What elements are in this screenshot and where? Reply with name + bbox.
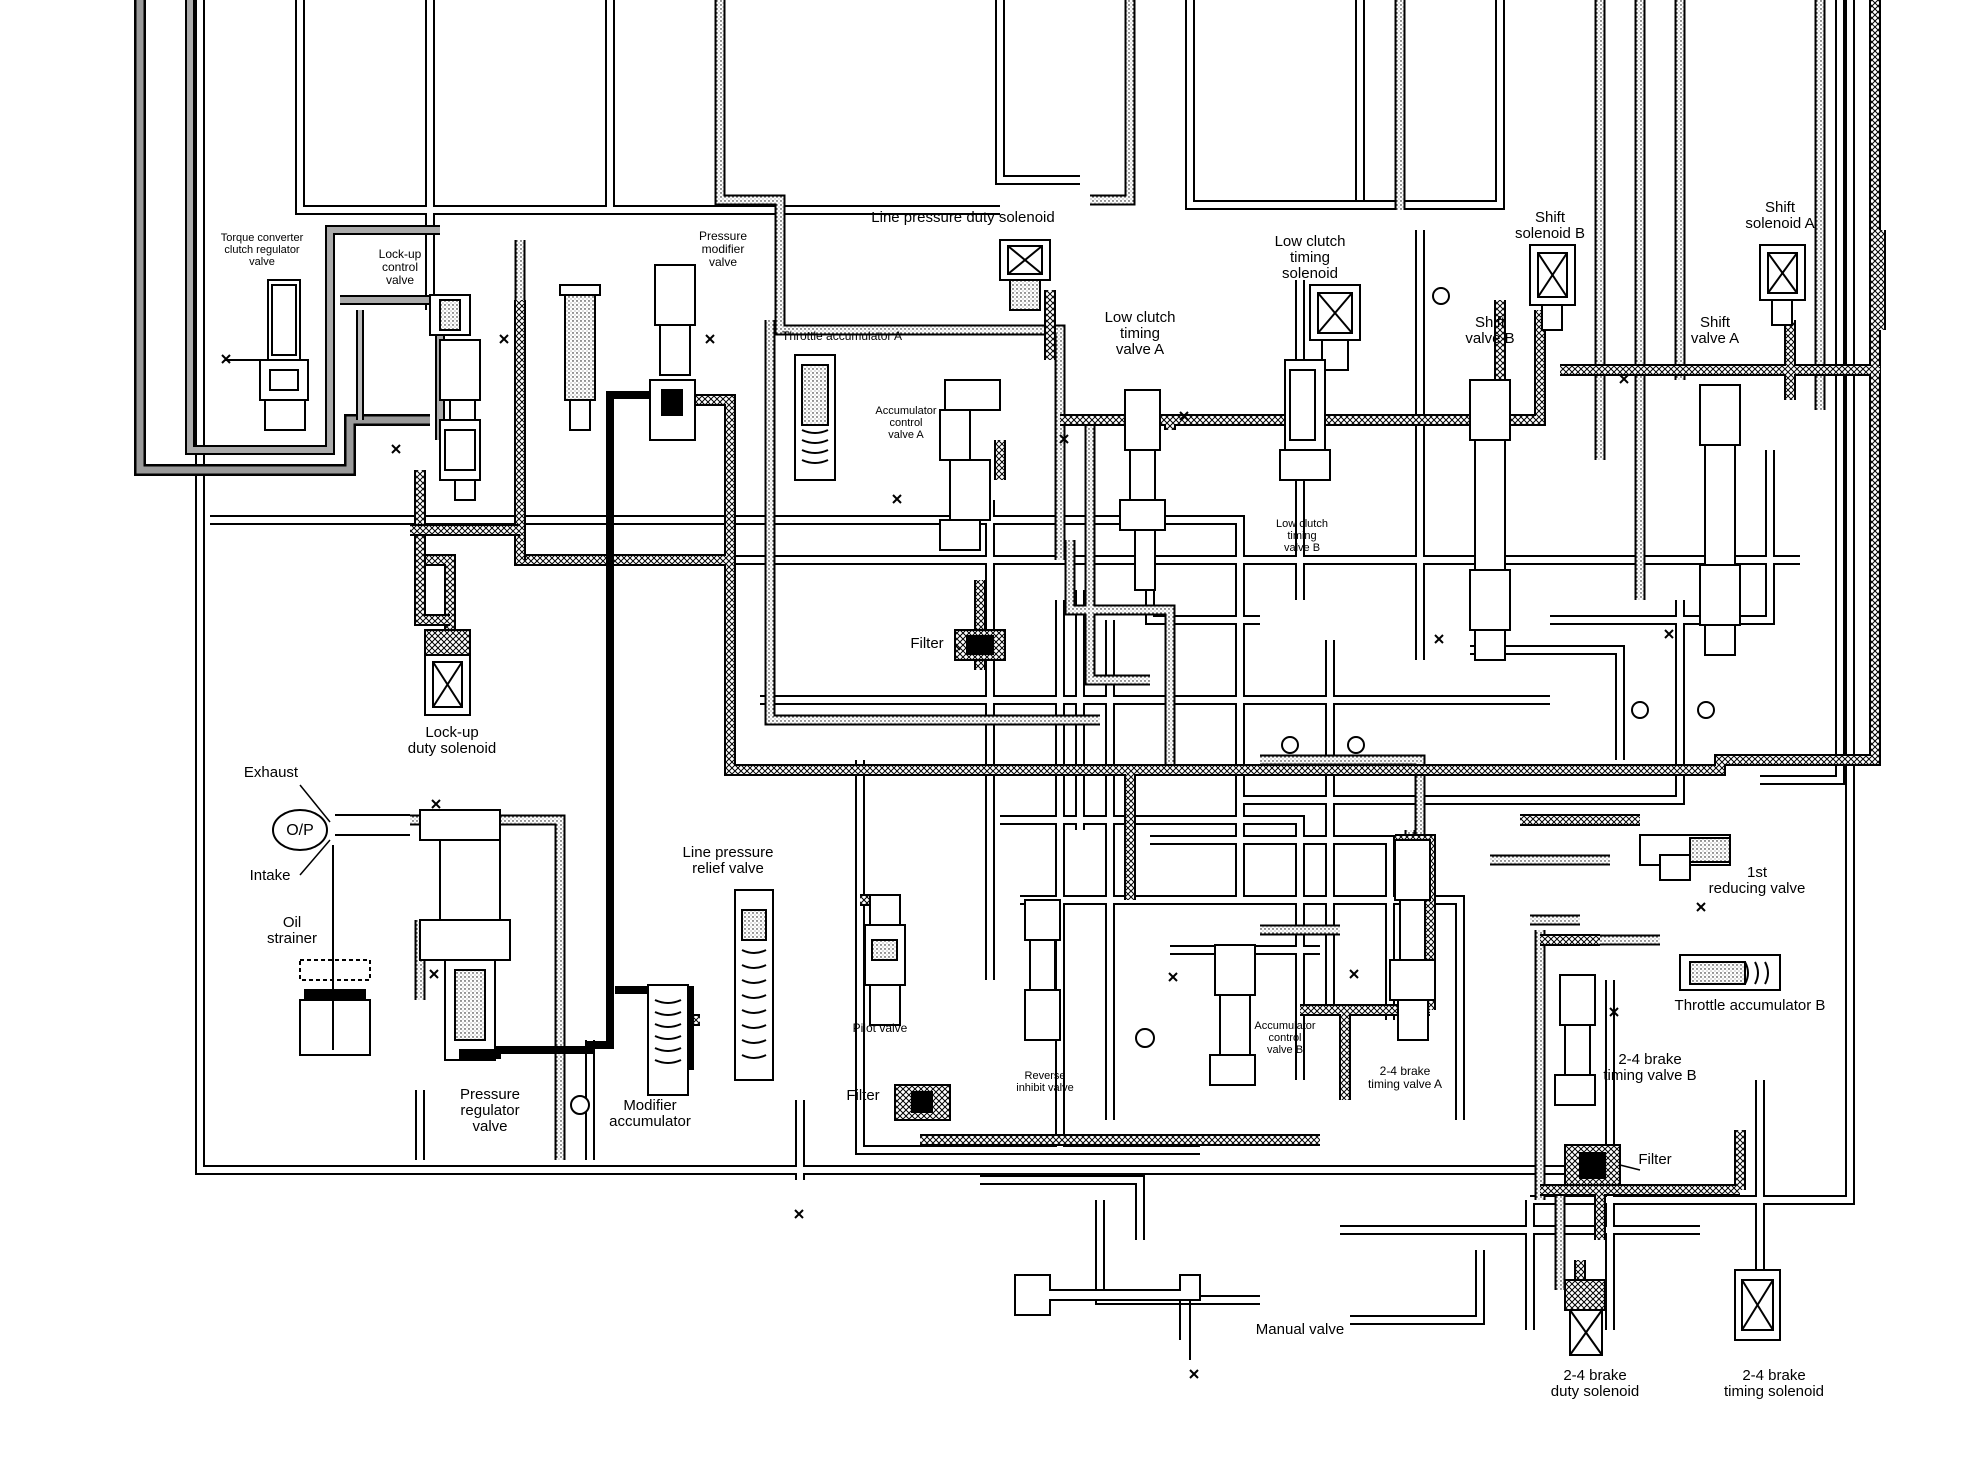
label-op: O/P — [286, 822, 314, 839]
exhaust-marks — [221, 334, 1706, 1379]
label-line-pressure-duty-solenoid: Line pressure duty solenoid — [871, 209, 1055, 226]
label-brake-timing-solenoid: 2-4 brake timing solenoid — [1723, 1367, 1825, 1400]
pressure-regulator-valve — [419, 809, 511, 1061]
first-reducing-valve — [1639, 834, 1731, 881]
label-oil-strainer: Oil strainer — [266, 914, 318, 947]
label-shift-valve-b: Shift valve B — [1465, 314, 1515, 347]
label-manual-valve: Manual valve — [1255, 1321, 1345, 1338]
filter-right — [1564, 1144, 1621, 1186]
brake-timing-valve-a — [1389, 839, 1436, 1041]
line-pressure-duty-solenoid — [999, 239, 1051, 311]
label-low-clutch-timing-valve-b: Low clutch timing valve B — [1276, 518, 1328, 554]
brake-timing-valve-b — [1554, 974, 1596, 1106]
modifier-accumulator — [647, 984, 689, 1096]
pilot-valve — [864, 894, 906, 1026]
label-line-pressure-relief-valve: Line pressure relief valve — [682, 844, 774, 877]
brake-timing-solenoid — [1734, 1269, 1781, 1341]
low-clutch-timing-valve-a — [1119, 389, 1166, 591]
lockup-control-valve — [429, 294, 481, 501]
accumulator-control-valve-b — [1209, 944, 1256, 1086]
label-first-reducing-valve: 1st reducing valve — [1708, 864, 1806, 897]
label-low-clutch-timing-valve-a: Low clutch timing valve A — [1104, 309, 1176, 358]
shift-valve-a — [1699, 384, 1741, 656]
label-low-clutch-timing-solenoid: Low clutch timing solenoid — [1274, 233, 1346, 282]
label-shift-solenoid-a: Shift solenoid A — [1745, 199, 1815, 232]
oil-strainer — [299, 845, 371, 1056]
label-brake-timing-valve-a: 2-4 brake timing valve A — [1367, 1064, 1443, 1091]
label-pilot-valve: Pilot valve — [852, 1021, 908, 1035]
filter-lower — [894, 1084, 951, 1121]
leader-lines — [299, 644, 1641, 1171]
label-accumulator-control-valve-b: Accumulator control valve B — [1254, 1020, 1316, 1056]
fluid-passages-hatched — [420, 0, 1884, 1290]
low-clutch-timing-solenoid — [1309, 284, 1361, 371]
label-brake-duty-solenoid: 2-4 brake duty solenoid — [1550, 1367, 1640, 1400]
label-torque-converter-valve: Torque converter clutch regulator valve — [220, 232, 304, 268]
shift-valve-b — [1469, 379, 1511, 661]
label-shift-valve-a: Shift valve A — [1690, 314, 1740, 347]
label-filter-upper: Filter — [910, 635, 944, 652]
lockup-duty-solenoid — [424, 629, 471, 716]
shift-solenoid-a — [1759, 244, 1806, 326]
pressure-modifier-valve — [649, 264, 696, 441]
label-modifier-accumulator: Modifier accumulator — [609, 1097, 691, 1130]
pressure-modifier-piston — [559, 284, 601, 431]
torque-converter-regulator-valve — [225, 279, 309, 431]
label-shift-solenoid-b: Shift solenoid B — [1514, 209, 1586, 242]
shift-solenoid-b — [1529, 244, 1576, 331]
throttle-accumulator-b — [1679, 954, 1781, 991]
filter-upper — [954, 629, 1006, 661]
label-lockup-control-valve: Lock-up control valve — [378, 247, 422, 287]
throttle-accumulator-a — [794, 354, 836, 481]
oil-pump — [272, 809, 410, 851]
label-filter-lower: Filter — [846, 1087, 880, 1104]
label-throttle-accumulator-b: Throttle accumulator B — [1674, 997, 1826, 1014]
label-intake: Intake — [249, 867, 291, 884]
label-pressure-regulator-valve: Pressure regulator valve — [459, 1086, 521, 1135]
label-reverse-inhibit-valve: Reverse inhibit valve — [1016, 1070, 1074, 1094]
label-brake-timing-valve-b: 2-4 brake timing valve B — [1603, 1051, 1697, 1084]
line-pressure-relief-valve — [734, 889, 774, 1081]
label-pressure-modifier-valve: Pressure modifier valve — [698, 229, 748, 269]
manual-valve — [1014, 1274, 1201, 1360]
low-clutch-timing-valve-b — [1279, 359, 1331, 481]
label-filter-right: Filter — [1638, 1151, 1672, 1168]
label-lockup-duty-solenoid: Lock-up duty solenoid — [407, 724, 497, 757]
fluid-passage-solid — [470, 391, 694, 1070]
reverse-inhibit-valve — [1024, 899, 1061, 1041]
brake-duty-solenoid — [1564, 1279, 1606, 1356]
label-accumulator-control-valve-a: Accumulator control valve A — [875, 405, 937, 441]
check-balls — [570, 287, 1715, 1115]
label-throttle-accumulator-a: Throttle accumulator A — [782, 329, 903, 343]
lockup-hatched-branch — [410, 330, 526, 626]
accumulator-control-valve-a — [939, 379, 1001, 551]
label-exhaust: Exhaust — [243, 764, 299, 781]
